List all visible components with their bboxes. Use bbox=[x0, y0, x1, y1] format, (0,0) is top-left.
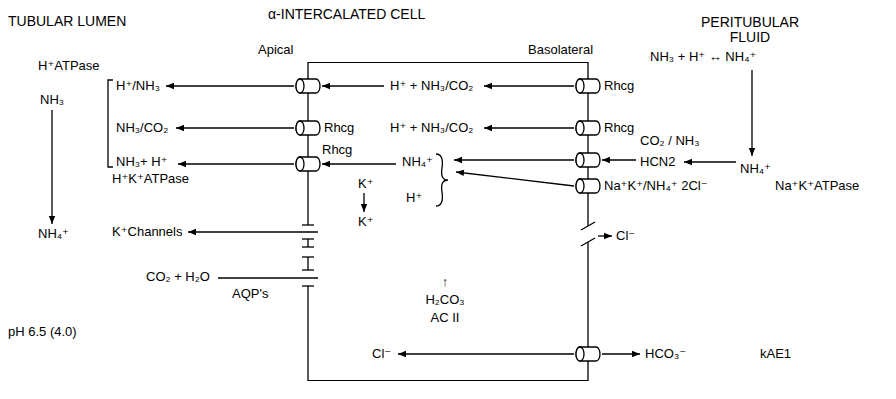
flux-arrow bbox=[166, 85, 294, 86]
flux-arrow bbox=[484, 127, 574, 128]
transporter-label: Rhcg bbox=[604, 79, 634, 93]
ph-label: pH 6.5 (4.0) bbox=[8, 325, 77, 339]
flux-arrow bbox=[322, 163, 396, 164]
flux-arrow bbox=[684, 161, 736, 162]
channel-slash bbox=[581, 222, 595, 230]
transporter-cylinder bbox=[576, 179, 600, 193]
flux-arrow bbox=[51, 110, 52, 224]
molecule-label: NH₃ bbox=[40, 93, 64, 107]
membrane-label: Basolateral bbox=[528, 43, 593, 57]
channel-cap bbox=[302, 238, 314, 239]
channel-cap bbox=[302, 246, 314, 247]
molecule-label: CO₂ + H₂O bbox=[146, 270, 210, 284]
flux-arrow bbox=[178, 163, 294, 164]
flux-arrow bbox=[602, 353, 640, 354]
transporter-cylinder bbox=[296, 79, 320, 93]
transporter-label: H⁺K⁺ATPase bbox=[112, 172, 189, 186]
ion-label: HCO₃⁻ bbox=[645, 347, 686, 361]
molecule-label: H₂CO₃ bbox=[425, 293, 464, 307]
flux-arrow bbox=[484, 85, 574, 86]
molecule-label: NH₄⁺ bbox=[402, 155, 433, 169]
transporter-label: AQP's bbox=[232, 287, 268, 301]
transporter-cylinder bbox=[576, 121, 600, 135]
ion-label: H⁺ bbox=[406, 191, 422, 205]
molecule-label: CO₂ / NH₃ bbox=[640, 134, 699, 148]
molecule-label: H⁺/NH₃ bbox=[116, 79, 160, 93]
flux-arrow bbox=[598, 235, 612, 236]
transporter-label: HCN2 bbox=[640, 155, 675, 169]
transporter-label: Rhcg bbox=[322, 143, 352, 157]
transporter-label: Na⁺K⁺ATPase bbox=[775, 179, 859, 193]
molecule-label: NH₄⁺ bbox=[38, 227, 69, 241]
bracket bbox=[108, 80, 113, 167]
region-label: PERITUBULAR FLUID bbox=[694, 15, 806, 46]
flux-arrow bbox=[363, 193, 364, 212]
transporter-cylinder bbox=[576, 347, 600, 361]
ion-label: Cl⁻ bbox=[372, 347, 391, 361]
flux-arrow bbox=[751, 70, 752, 156]
transporter-cylinder bbox=[296, 157, 320, 171]
channel-cap bbox=[302, 285, 314, 286]
flux-arrow bbox=[454, 159, 574, 160]
molecule-label: H⁺ + NH₃/CO₂ bbox=[390, 121, 473, 135]
membrane-label: Apical bbox=[258, 43, 293, 57]
channel-cap bbox=[302, 224, 314, 225]
molecule-label: NH₃+ H⁺ bbox=[116, 155, 168, 169]
reaction-arrow: ↑ bbox=[442, 275, 449, 289]
channel-cap bbox=[302, 256, 314, 257]
equation-label: NH₃ + H⁺ ↔ NH₄⁺ bbox=[650, 50, 756, 64]
ion-label: Cl⁻ bbox=[616, 229, 635, 243]
channel-cap bbox=[302, 269, 314, 270]
transporter-cylinder bbox=[576, 153, 600, 167]
transporter-label: H⁺ATPase bbox=[38, 59, 100, 73]
region-label: TUBULAR LUMEN bbox=[8, 14, 126, 29]
transporter-label: Rhcg bbox=[324, 121, 354, 135]
transporter-label: K⁺Channels bbox=[112, 225, 182, 239]
cell-heading: α-INTERCALATED CELL bbox=[268, 7, 425, 22]
brace bbox=[436, 154, 448, 206]
transporter-cylinder bbox=[576, 79, 600, 93]
flux-arrow bbox=[322, 85, 384, 86]
transporter-label: kAE1 bbox=[760, 347, 791, 361]
transporter-label: Rhcg bbox=[604, 121, 634, 135]
channel-slash bbox=[581, 238, 595, 246]
transporter-cylinder bbox=[296, 121, 320, 135]
molecule-label: H⁺ + NH₃/CO₂ bbox=[390, 79, 473, 93]
ion-label: K⁺ bbox=[358, 215, 374, 229]
molecule-label: NH₄⁺ bbox=[740, 162, 771, 176]
flux-arrow bbox=[602, 159, 636, 160]
transporter-label: Na⁺K⁺/NH₄⁺ 2Cl⁻ bbox=[604, 179, 708, 193]
flux-arrow bbox=[176, 127, 294, 128]
enzyme-label: AC II bbox=[431, 311, 460, 325]
flux-arrow bbox=[456, 172, 574, 186]
flux-line bbox=[218, 277, 318, 278]
ion-label: K⁺ bbox=[358, 177, 374, 191]
flux-arrow bbox=[398, 353, 574, 354]
molecule-label: NH₃/CO₂ bbox=[116, 121, 168, 135]
cell-outline: α-INTERCALATED CELL bbox=[308, 62, 588, 381]
flux-arrow bbox=[188, 231, 318, 232]
